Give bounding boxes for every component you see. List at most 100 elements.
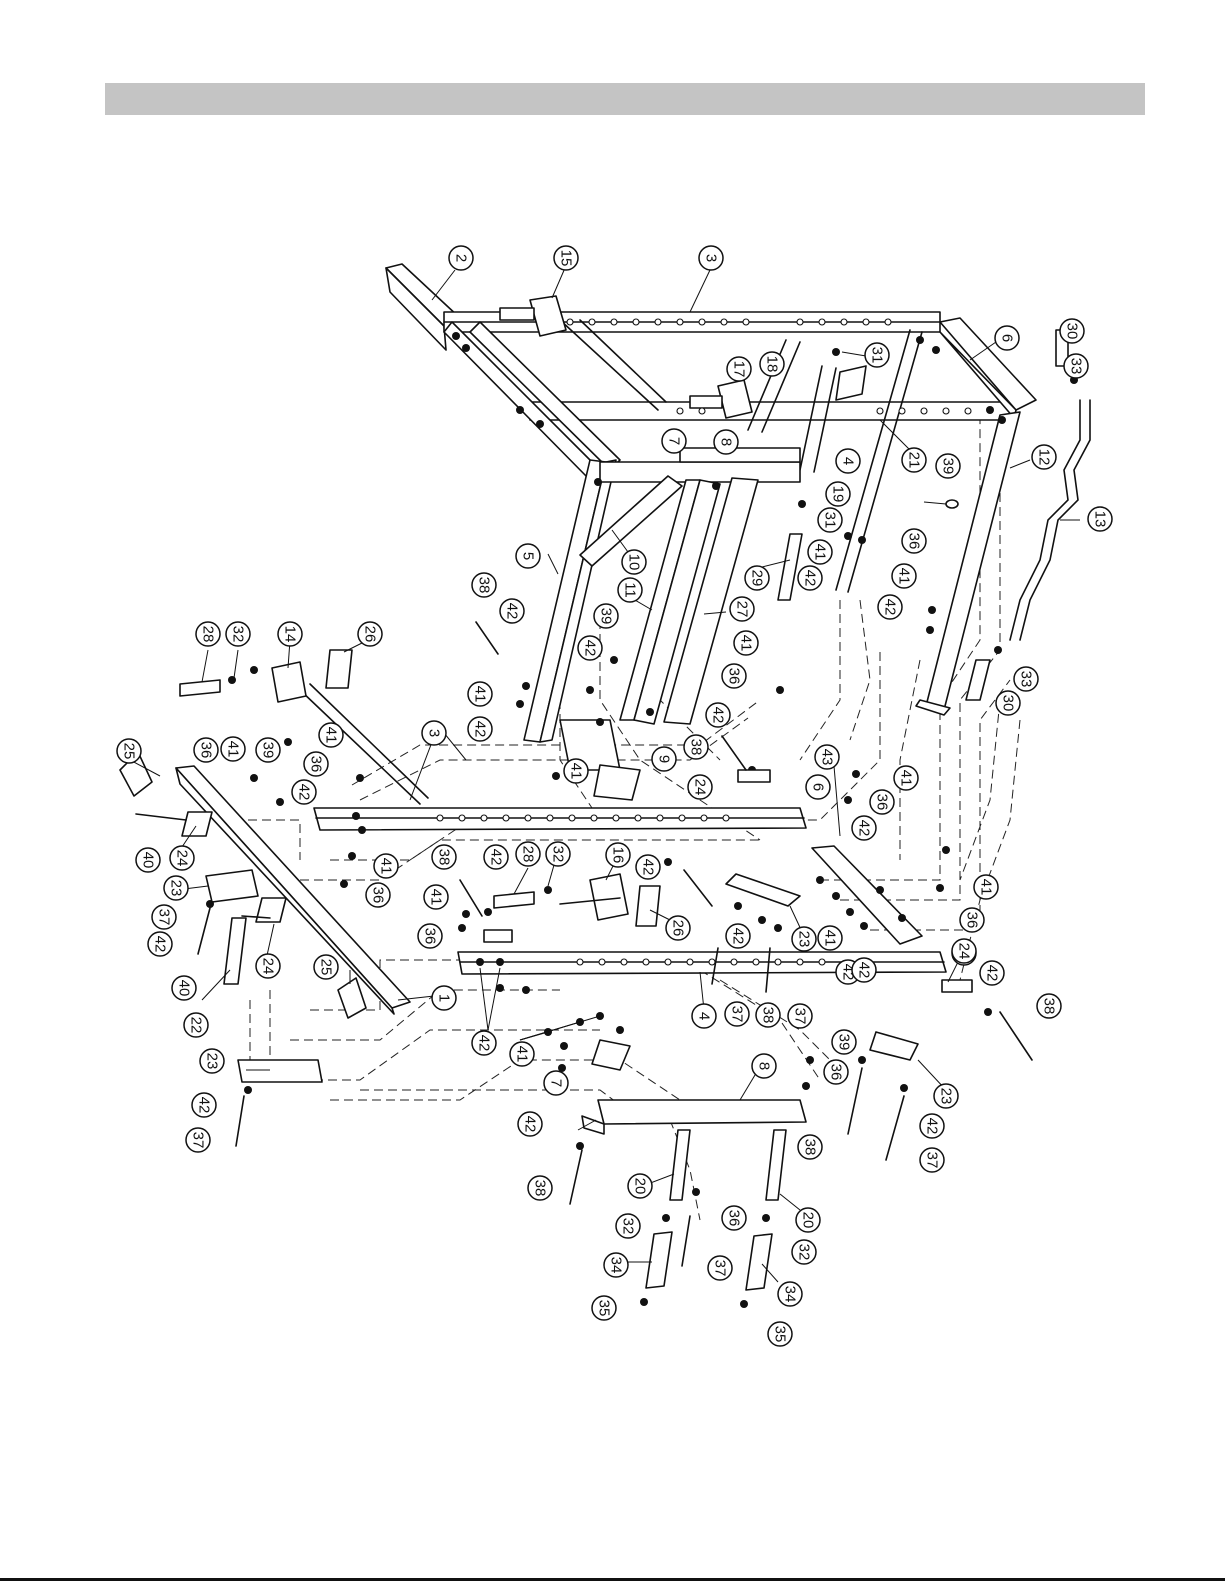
callout-circle — [877, 594, 903, 620]
callout-c72: 41 — [973, 874, 999, 900]
callout-number: 26 — [362, 626, 379, 643]
callout-c33: 30 — [995, 690, 1021, 716]
callout-number: 41 — [568, 763, 585, 780]
callout-circle — [893, 765, 919, 791]
callout-number: 42 — [472, 721, 489, 738]
callout-c36: 14 — [277, 621, 303, 647]
callout-circle — [421, 720, 447, 746]
callout-circle — [277, 621, 303, 647]
callout-number: 38 — [760, 1007, 777, 1024]
callout-c65: 36 — [365, 882, 391, 908]
callout-number: 32 — [620, 1218, 637, 1235]
callout-number: 20 — [632, 1178, 649, 1195]
callout-number: 23 — [204, 1053, 221, 1070]
callout-circle — [527, 1175, 553, 1201]
callout-number: 6 — [999, 334, 1016, 342]
callout-circle — [791, 926, 817, 952]
callout-c94: 24 — [951, 938, 977, 964]
callout-circle — [814, 744, 840, 770]
callout-circle — [255, 953, 281, 979]
callout-number: 37 — [712, 1260, 729, 1277]
bottom-rule — [0, 1578, 1225, 1581]
callout-circle — [431, 985, 457, 1011]
callout-c120: 35 — [591, 1295, 617, 1321]
callout-circle — [515, 841, 541, 867]
callout-number: 42 — [296, 784, 313, 801]
callout-number: 38 — [532, 1180, 549, 1197]
callout-number: 42 — [582, 640, 599, 657]
callout-c96: 38 — [1036, 993, 1062, 1019]
callout-circle — [901, 447, 927, 473]
callout-c62: 24 — [169, 845, 195, 871]
callout-circle — [935, 453, 961, 479]
callout-circle — [313, 954, 339, 980]
callout-c110: 37 — [185, 1127, 211, 1153]
callout-circle — [705, 702, 731, 728]
callout-c104: 8 — [751, 1053, 777, 1079]
callout-c83: 40 — [171, 975, 197, 1001]
callout-c25: 42 — [877, 594, 903, 620]
callout-number: 32 — [230, 626, 247, 643]
callout-circle — [255, 737, 281, 763]
callout-c64: 23 — [163, 875, 189, 901]
callout-c111: 38 — [527, 1175, 553, 1201]
callout-number: 42 — [640, 859, 657, 876]
callout-circle — [373, 853, 399, 879]
callout-number: 28 — [520, 846, 537, 863]
callout-number: 38 — [476, 577, 493, 594]
callout-number: 4 — [840, 457, 857, 465]
callout-circle — [1087, 506, 1113, 532]
callout-number: 1 — [436, 994, 453, 1002]
callout-c14: 12 — [1031, 444, 1057, 470]
callout-number: 16 — [610, 847, 627, 864]
lower-beam-holes — [436, 814, 826, 966]
callout-number: 39 — [836, 1034, 853, 1051]
callout-c85: 22 — [183, 1012, 209, 1038]
callout-number: 41 — [738, 635, 755, 652]
callout-circle — [517, 1111, 543, 1137]
callout-c76: 24 — [255, 953, 281, 979]
callout-circle — [751, 1053, 777, 1079]
callout-c93: 42 — [979, 960, 1005, 986]
callout-circle — [817, 925, 843, 951]
callout-number: 38 — [688, 739, 705, 756]
callout-circle — [1063, 353, 1089, 379]
callout-circle — [543, 1070, 569, 1096]
callout-number: 42 — [924, 1118, 941, 1135]
callout-c28: 27 — [729, 596, 755, 622]
callout-circle — [483, 844, 509, 870]
callout-number: 41 — [225, 741, 242, 758]
callout-circle — [683, 734, 709, 760]
callout-number: 5 — [520, 552, 537, 560]
callout-number: 41 — [896, 568, 913, 585]
callout-circle — [605, 842, 631, 868]
callout-number: 37 — [729, 1006, 746, 1023]
callout-number: 19 — [830, 486, 847, 503]
callout-c49: 36 — [193, 737, 219, 763]
callout-c115: 32 — [615, 1213, 641, 1239]
callout-number: 7 — [548, 1079, 565, 1087]
callout-circle — [687, 774, 713, 800]
callout-number: 41 — [514, 1046, 531, 1063]
callout-circle — [713, 429, 739, 455]
callout-circle — [365, 882, 391, 908]
callout-number: 9 — [656, 755, 673, 763]
callout-c106: 42 — [517, 1111, 543, 1137]
callout-number: 42 — [730, 928, 747, 945]
callout-number: 42 — [710, 707, 727, 724]
callout-number: 41 — [978, 879, 995, 896]
callout-c45: 41 — [563, 758, 589, 784]
callout-circle — [627, 1173, 653, 1199]
callout-c39: 42 — [577, 635, 603, 661]
callout-c50: 41 — [220, 736, 246, 762]
callout-c103: 36 — [823, 1059, 849, 1085]
callout-number: 38 — [436, 849, 453, 866]
callout-circle — [303, 751, 329, 777]
callout-c4: 6 — [994, 325, 1020, 351]
callout-circle — [169, 845, 195, 871]
callout-c17: 13 — [1087, 506, 1113, 532]
callout-c27: 11 — [617, 577, 643, 603]
callout-number: 28 — [200, 626, 217, 643]
callout-c56: 43 — [814, 744, 840, 770]
callout-c105: 7 — [543, 1070, 569, 1096]
